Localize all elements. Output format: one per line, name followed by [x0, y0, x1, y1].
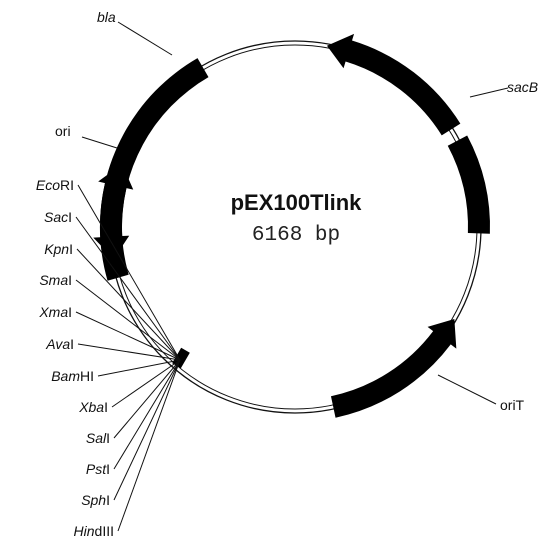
oriT-leader [437, 374, 497, 405]
site-label-smai: SmaI [39, 272, 72, 288]
site-leader-hindiii [117, 359, 181, 532]
site-leader-avai [77, 343, 181, 361]
mcs-block [172, 347, 190, 369]
ori-arrow [98, 164, 134, 281]
site-label-kpni: KpnI [44, 241, 73, 257]
plasmid-size: 6168 bp [252, 224, 340, 247]
site-leaders [75, 184, 181, 532]
site-label-saci: SacI [44, 209, 72, 225]
site-label-sphi: SphI [81, 492, 110, 508]
bla-leader [117, 21, 173, 56]
bla-label: bla [97, 9, 116, 25]
site-label-sali: SalI [86, 430, 110, 446]
site-label-xbai: XbaI [78, 399, 108, 415]
site-leader-sphi [113, 359, 181, 501]
site-leader-ecori [77, 184, 181, 361]
site-leader-smai [75, 279, 181, 361]
site-label-ecori: EcoRI [36, 177, 74, 193]
site-leader-xmai [75, 311, 181, 361]
site-leader-kpni [76, 248, 181, 361]
site-leader-bamhi [97, 359, 181, 377]
sacB-leader [469, 87, 509, 98]
oriT-label: oriT [500, 397, 525, 413]
ori-leader [81, 136, 118, 149]
site-label-xmai: XmaI [38, 304, 72, 320]
plasmid-name: pEX100Tlink [231, 190, 363, 215]
site-labels: EcoRI SacI KpnI SmaI XmaI AvaI BamHI XbaI SalI Ps… [36, 177, 114, 539]
site-leader-sali [113, 359, 181, 439]
site-leader-psti [113, 359, 181, 470]
site-leader-xbai [111, 359, 181, 408]
site-label-avai: AvaI [45, 336, 74, 352]
site-label-bamhi: BamHI [51, 368, 94, 384]
site-label-hindiii: HindIII [74, 523, 114, 539]
site-label-psti: PstI [86, 461, 110, 477]
sacB-upstream-block [447, 135, 491, 234]
sacB-gene-arrow [326, 33, 461, 136]
sacB-label: sacB [507, 79, 538, 95]
ori-label: ori [55, 123, 71, 139]
oriT-arrow [330, 319, 457, 418]
site-leader-saci [75, 216, 181, 361]
